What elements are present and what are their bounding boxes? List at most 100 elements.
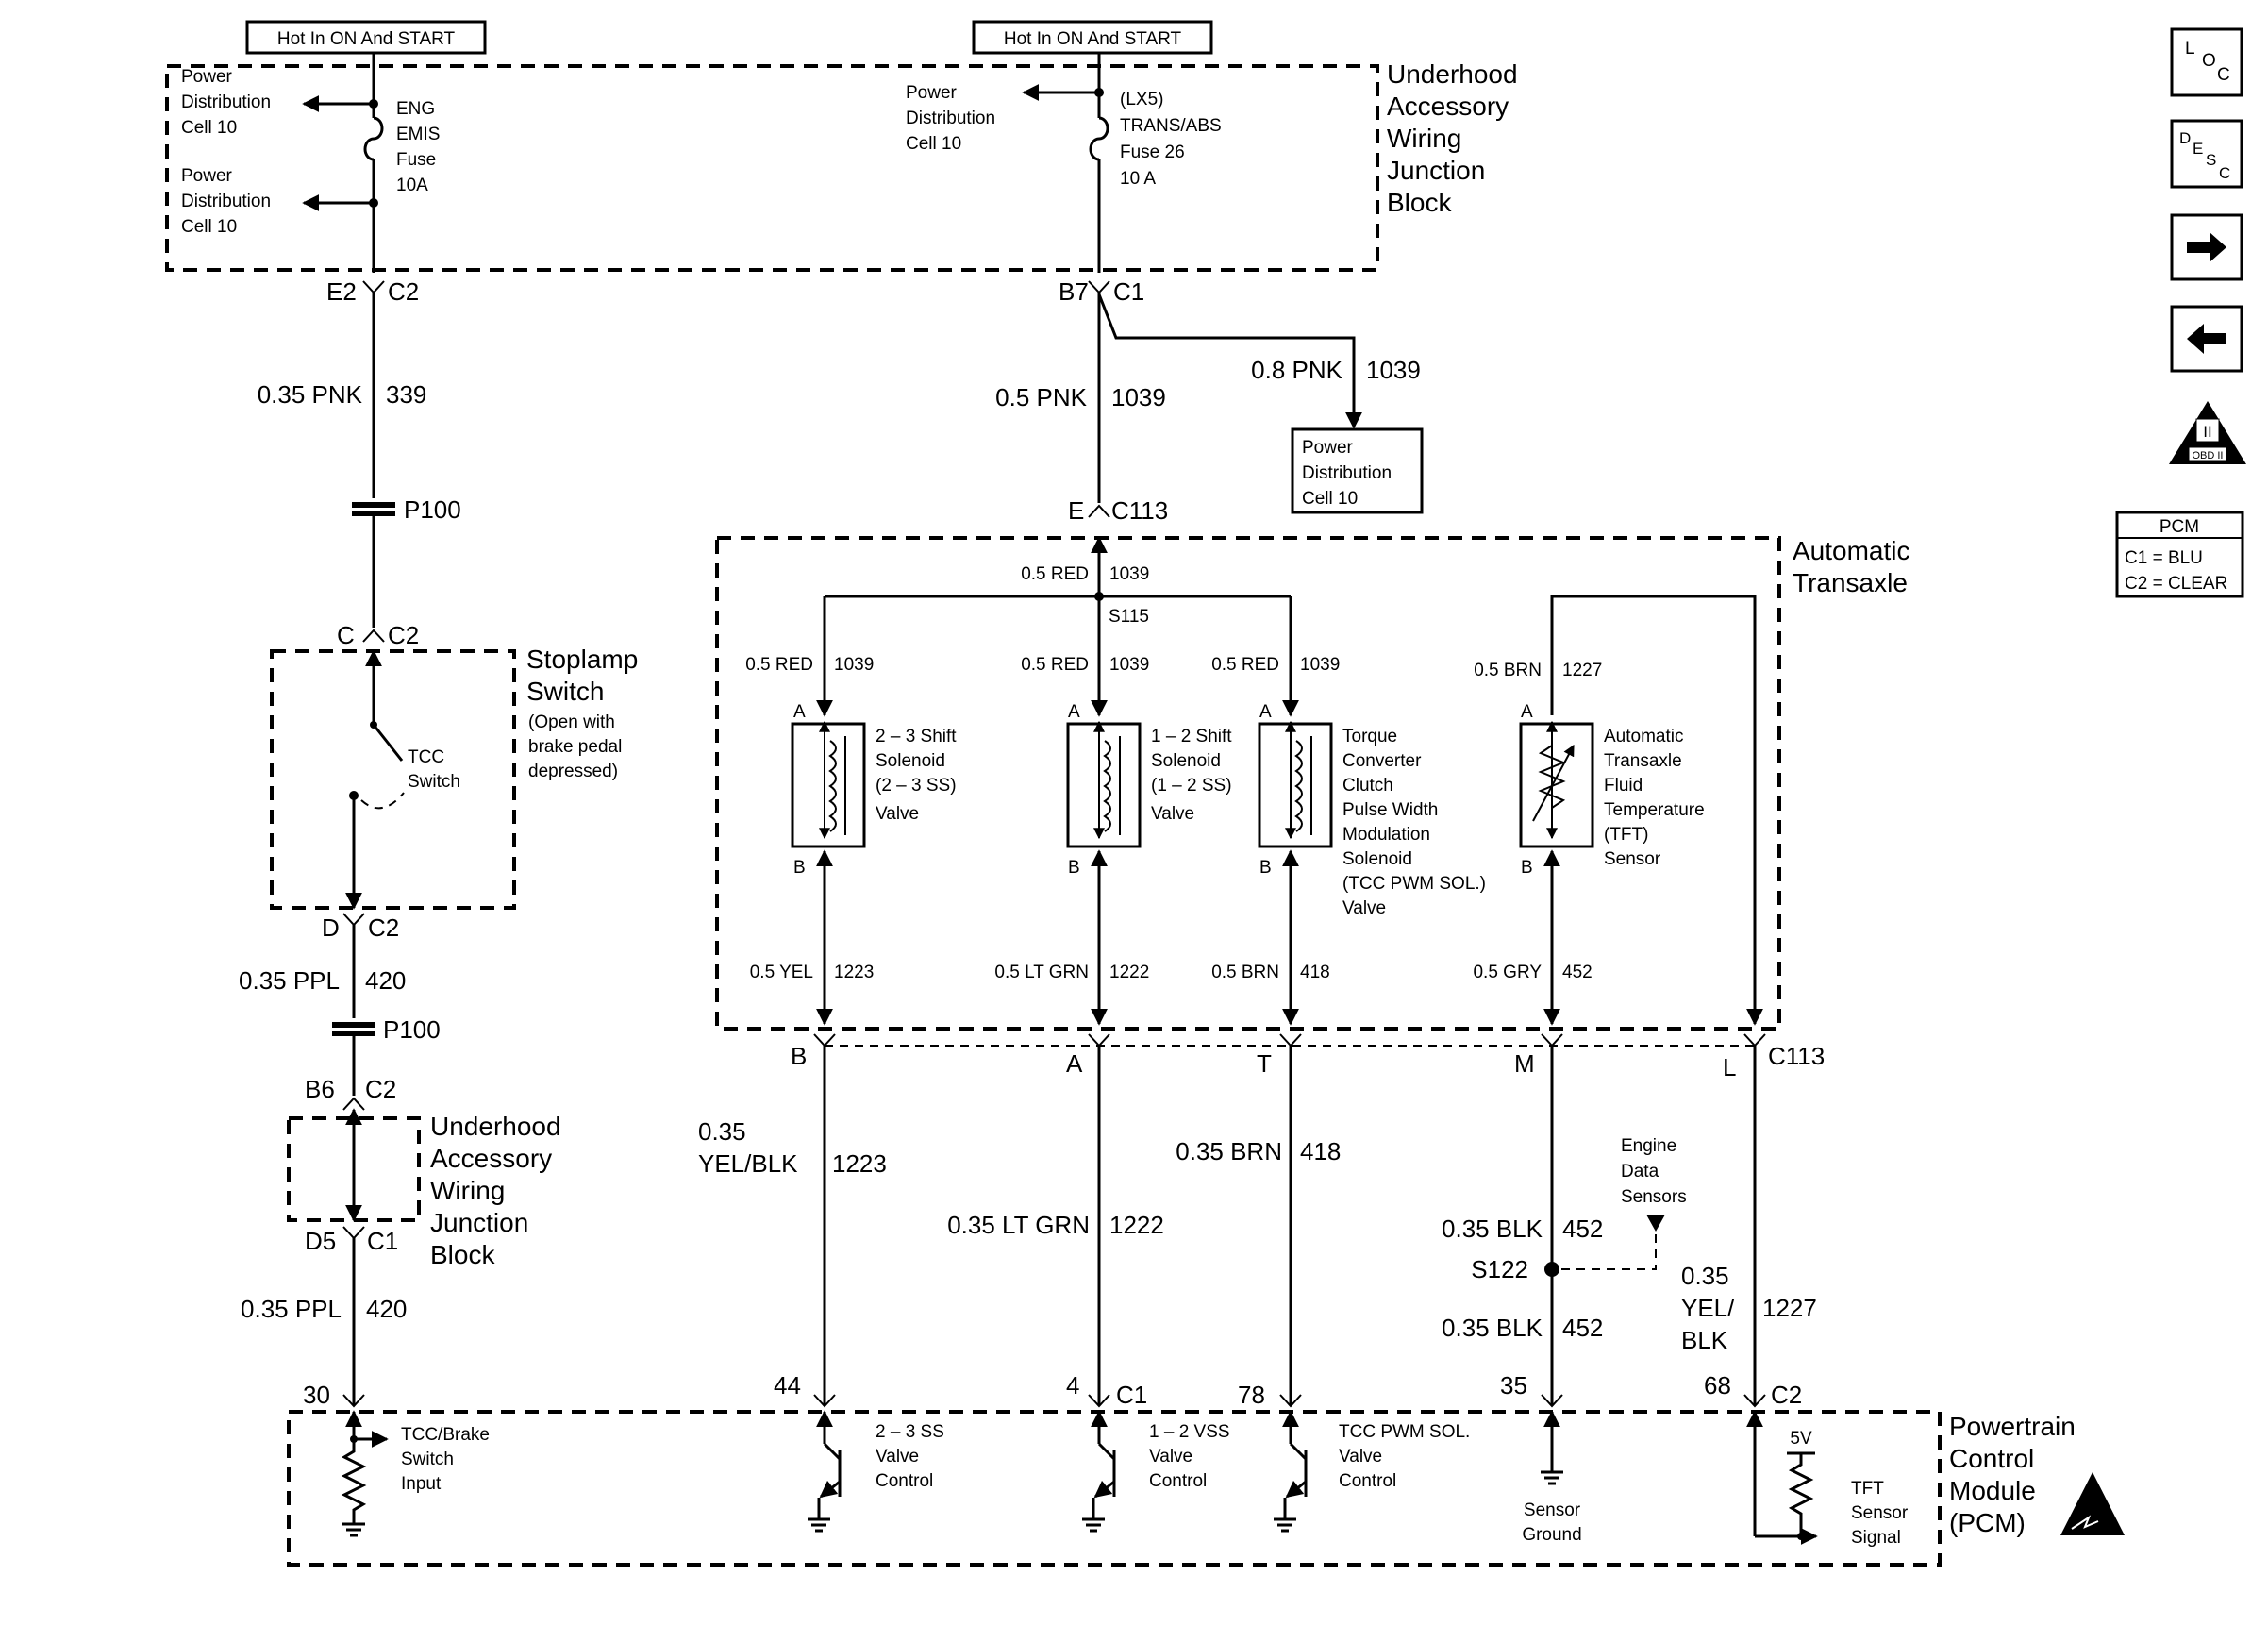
svg-text:0.5 RED: 0.5 RED	[1211, 655, 1279, 675]
svg-text:B: B	[791, 1042, 807, 1070]
svg-text:B7: B7	[1059, 277, 1089, 306]
svg-text:T: T	[1257, 1049, 1272, 1078]
svg-text:Hot In ON And START: Hot In ON And START	[1004, 29, 1182, 49]
svg-text:0.35 BRN: 0.35 BRN	[1176, 1137, 1282, 1165]
svg-text:0.35 BLK: 0.35 BLK	[1442, 1215, 1543, 1243]
tcc-pwm-solenoid: 0.5 RED 1039 A B Torque Converter Clutch…	[1211, 596, 1486, 1026]
svg-text:1039: 1039	[1109, 655, 1149, 675]
svg-text:C: C	[2217, 65, 2230, 85]
svg-text:0.5 RED: 0.5 RED	[1021, 655, 1089, 675]
svg-text:1227: 1227	[1762, 1294, 1817, 1322]
loc-button[interactable]: L O C	[2170, 27, 2243, 97]
connector-e2-c2: E2 C2	[326, 277, 419, 306]
svg-text:TCC/Brake: TCC/Brake	[401, 1425, 490, 1445]
svg-text:A: A	[1068, 702, 1080, 722]
svg-text:(TFT): (TFT)	[1604, 825, 1648, 845]
svg-text:Wiring: Wiring	[1387, 124, 1461, 153]
trans-abs-fuse-branch: (LX5) TRANS/ABS Fuse 26 10 A	[1022, 66, 1222, 273]
svg-text:Distribution: Distribution	[1302, 463, 1392, 483]
svg-text:C2: C2	[365, 1075, 396, 1103]
hot-label-right: Hot In ON And START	[972, 20, 1213, 55]
svg-text:Valve: Valve	[1151, 804, 1194, 824]
svg-text:Junction: Junction	[430, 1208, 528, 1237]
svg-text:Solenoid: Solenoid	[876, 751, 945, 771]
svg-text:420: 420	[365, 966, 406, 995]
svg-text:1039: 1039	[1109, 564, 1149, 584]
svg-text:1 – 2 VSS: 1 – 2 VSS	[1149, 1422, 1230, 1442]
tft-sensor: 0.5 BRN 1227 A B Automatic Transaxle Flu…	[1473, 595, 1763, 1026]
svg-text:1222: 1222	[1109, 963, 1149, 982]
svg-text:OBD II: OBD II	[2192, 450, 2223, 461]
svg-text:C113: C113	[1111, 496, 1168, 525]
svg-text:10A: 10A	[396, 176, 428, 195]
svg-text:Valve: Valve	[876, 804, 919, 824]
desc-button[interactable]: D E S C	[2170, 119, 2243, 189]
svg-text:Clutch: Clutch	[1342, 776, 1393, 796]
svg-text:Power: Power	[1302, 438, 1354, 458]
svg-text:78: 78	[1238, 1381, 1265, 1409]
next-page-button[interactable]	[2170, 213, 2243, 281]
svg-text:Temperature: Temperature	[1604, 800, 1705, 820]
svg-text:E2: E2	[326, 277, 357, 306]
svg-text:Cell 10: Cell 10	[906, 134, 961, 154]
wire-0-35-ppl-420-lower: 0.35 PPL 420	[241, 1295, 407, 1323]
svg-text:Modulation: Modulation	[1342, 825, 1430, 845]
svg-text:(Open with: (Open with	[528, 712, 615, 732]
svg-text:Switch: Switch	[526, 677, 604, 706]
svg-text:Control: Control	[876, 1471, 933, 1491]
svg-text:452: 452	[1562, 1215, 1603, 1243]
svg-text:P100: P100	[404, 495, 461, 524]
svg-text:C2: C2	[1771, 1381, 1802, 1409]
svg-text:Stoplamp: Stoplamp	[526, 645, 638, 674]
svg-text:339: 339	[386, 380, 426, 409]
obd-ii-icon[interactable]: II OBD II	[2169, 401, 2246, 464]
svg-text:D5: D5	[305, 1227, 336, 1255]
splice-pack-p100-lower: P100	[332, 1015, 441, 1044]
svg-text:brake pedal: brake pedal	[528, 737, 622, 757]
svg-text:B: B	[1068, 858, 1080, 878]
wire-0-35-lt-grn-1222: 0.35 LT GRN 1222	[947, 1211, 1164, 1239]
svg-text:Switch: Switch	[401, 1450, 454, 1469]
svg-text:C2: C2	[368, 914, 399, 942]
svg-text:1 – 2 Shift: 1 – 2 Shift	[1151, 727, 1232, 746]
underhood-junction-block-outline	[165, 64, 1379, 272]
svg-text:Cell 10: Cell 10	[181, 217, 237, 237]
automatic-transaxle-outline	[715, 536, 1781, 1031]
svg-text:Hot In ON And START: Hot In ON And START	[277, 29, 456, 49]
svg-text:(TCC PWM SOL.): (TCC PWM SOL.)	[1342, 874, 1486, 894]
wire-0-35-yel-blk-1227: 0.35 YEL/ BLK 1227	[1681, 1262, 1817, 1354]
svg-text:Cell 10: Cell 10	[181, 118, 237, 138]
wire-0-35-brn-418: 0.35 BRN 418	[1176, 1137, 1341, 1165]
pcm-connector-legend: PCM C1 = BLU C2 = CLEAR	[2115, 511, 2244, 598]
svg-text:1222: 1222	[1109, 1211, 1164, 1239]
svg-text:Fuse: Fuse	[396, 150, 436, 170]
power-distribution-box: Power Distribution Cell 10	[1291, 427, 1424, 514]
wire-0-35-blk-452-upper: 0.35 BLK 452	[1442, 1215, 1603, 1243]
svg-text:1039: 1039	[1366, 356, 1421, 384]
svg-text:Power: Power	[181, 67, 233, 87]
svg-text:S115: S115	[1109, 607, 1149, 627]
svg-text:YEL/: YEL/	[1681, 1294, 1735, 1322]
svg-text:Valve: Valve	[876, 1447, 919, 1467]
svg-text:Accessory: Accessory	[430, 1144, 552, 1173]
prev-page-button[interactable]	[2170, 305, 2243, 373]
svg-text:Input: Input	[401, 1474, 442, 1494]
svg-text:Engine: Engine	[1621, 1136, 1676, 1156]
svg-text:0.35: 0.35	[698, 1117, 746, 1146]
svg-text:B: B	[1521, 858, 1533, 878]
svg-text:Underhood: Underhood	[430, 1112, 561, 1141]
svg-text:44: 44	[774, 1371, 801, 1400]
svg-text:Fuse 26: Fuse 26	[1120, 142, 1185, 162]
wire-0-5-pnk-1039: 0.5 PNK 1039	[995, 383, 1166, 411]
svg-text:C1: C1	[1113, 277, 1144, 306]
svg-text:Sensor: Sensor	[1524, 1500, 1581, 1520]
wire-0-35-blk-452-lower: 0.35 BLK 452	[1442, 1314, 1603, 1342]
svg-text:M: M	[1514, 1049, 1535, 1078]
svg-text:0.5 YEL: 0.5 YEL	[750, 963, 813, 982]
wire-0-35-pnk-339: 0.35 PNK 339	[258, 380, 427, 409]
svg-text:(1 – 2 SS): (1 – 2 SS)	[1151, 776, 1232, 796]
svg-text:0.5 BRN: 0.5 BRN	[1211, 963, 1279, 982]
connector-b7-c1: B7 C1	[1059, 277, 1144, 306]
svg-text:Block: Block	[1387, 188, 1452, 217]
